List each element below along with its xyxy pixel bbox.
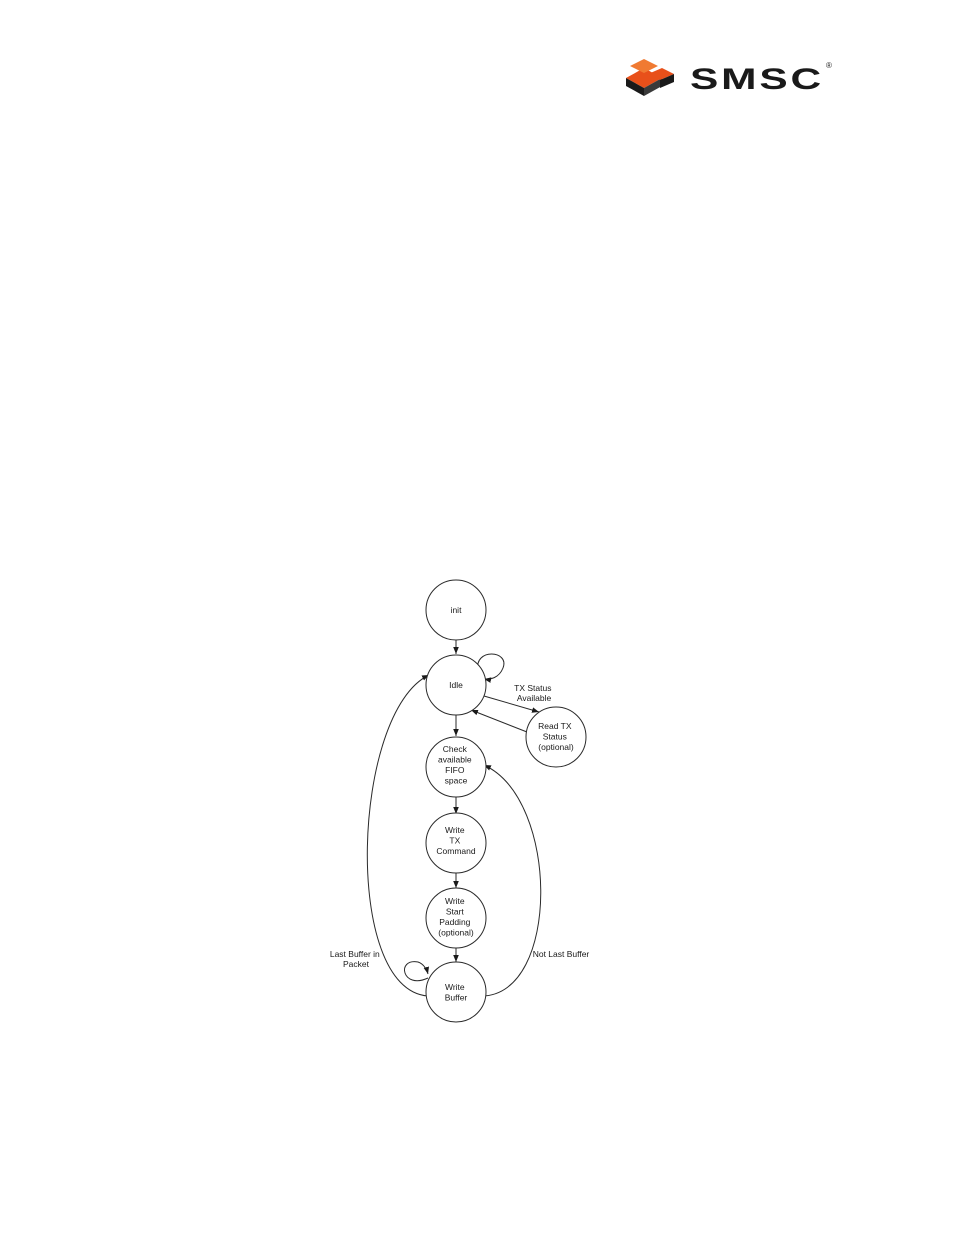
edge-label-last-buffer-in-packet: Last Buffer in Packet xyxy=(330,949,382,969)
state-write-tx-command: Write TX Command xyxy=(425,812,487,874)
state-idle: Idle xyxy=(425,654,487,716)
svg-text:Write Buffer: Write Buffer xyxy=(445,982,468,1003)
state-label: space xyxy=(445,776,468,786)
edge-label-tx-status-available: TX Status Available xyxy=(514,683,554,703)
edge-write-buffer-to-idle xyxy=(366,674,430,997)
smsc-logo-icon xyxy=(626,59,674,96)
state-label: Write xyxy=(445,896,465,906)
state-write-buffer: Write Buffer xyxy=(425,961,487,1023)
state-label: Buffer xyxy=(445,993,468,1003)
edge-label-not-last-buffer: Not Last Buffer xyxy=(533,949,590,959)
svg-text:Write TX Command: Write TX Command xyxy=(436,825,475,856)
state-label: Command xyxy=(436,846,475,856)
registered-mark: ® xyxy=(826,61,832,70)
edge-read-tx-status-to-idle xyxy=(470,709,528,733)
svg-text:Read TX Status (op: Read TX Status (optional) xyxy=(538,721,574,752)
svg-text:init: init xyxy=(451,605,463,615)
state-check-fifo-space: Check available FIFO space xyxy=(425,736,487,798)
state-label: FIFO xyxy=(445,765,465,775)
state-read-tx-status: Read TX Status (optional) xyxy=(525,706,587,768)
svg-text:Write Start Paddin: Write Start Padding (optional) xyxy=(438,896,474,938)
state-label: init xyxy=(451,605,463,615)
state-label: Read TX xyxy=(538,721,572,731)
svg-text:Idle: Idle xyxy=(449,680,463,690)
state-label: Write xyxy=(445,982,465,992)
state-label: (optional) xyxy=(438,928,474,938)
state-label: Write xyxy=(445,825,465,835)
state-init: init xyxy=(425,579,487,641)
state-label: Status xyxy=(543,732,567,742)
smsc-logo: SMSC ® xyxy=(626,59,832,96)
state-label: (optional) xyxy=(538,742,574,752)
edge-idle-self-loop xyxy=(477,653,505,683)
logo-wordmark: SMSC xyxy=(690,63,824,96)
state-label: Start xyxy=(446,907,465,917)
svg-text:Check available FI: Check available FIFO space xyxy=(438,744,474,786)
state-label: Idle xyxy=(449,680,463,690)
state-write-start-padding: Write Start Padding (optional) xyxy=(425,887,487,949)
state-label: Padding xyxy=(439,917,470,927)
state-label: Check xyxy=(443,744,468,754)
edge-idle-to-read-tx-status xyxy=(483,695,540,713)
state-label: available xyxy=(438,755,472,765)
edge-write-buffer-self-loop xyxy=(404,961,430,982)
state-label: TX xyxy=(449,836,460,846)
edge-write-buffer-to-check-fifo xyxy=(481,764,542,997)
